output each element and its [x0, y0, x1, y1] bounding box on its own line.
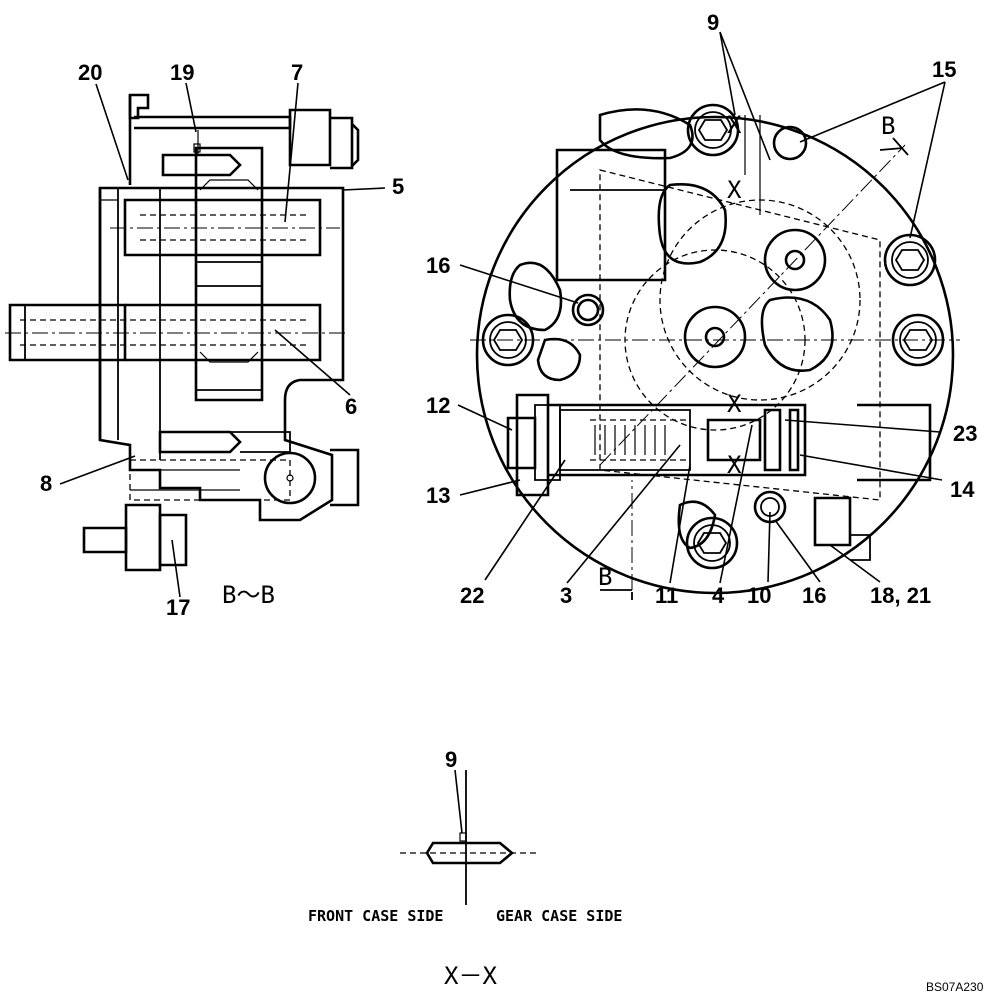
bolt-right [891, 313, 945, 367]
callout-6: 6 [345, 394, 357, 419]
cut-mark-x-3: X [727, 390, 742, 418]
section-xx-title: X－X [444, 962, 497, 990]
end-view [470, 103, 960, 600]
callout-15: 15 [932, 57, 956, 82]
callout-18-21: 18, 21 [870, 583, 931, 608]
drawing-code: BS07A230 [926, 980, 984, 994]
callout-14: 14 [950, 477, 975, 502]
section-xx-view [400, 769, 540, 905]
end-view-leaders [457, 31, 946, 584]
front-case-side-label: FRONT CASE SIDE [308, 907, 443, 925]
cut-mark-x-1: X [727, 111, 742, 139]
callout-9-xx: 9 [445, 747, 457, 772]
callout-17: 17 [166, 595, 190, 620]
callout-11: 11 [655, 583, 678, 608]
cut-mark-b-top: B [881, 112, 895, 140]
section-bb-leaders [59, 82, 386, 598]
bolt-top [686, 103, 740, 157]
bolt-bottom [685, 516, 739, 570]
callout-16-lower: 16 [802, 583, 826, 608]
callout-22: 22 [460, 583, 484, 608]
bolt-right-upper [883, 233, 937, 287]
cut-mark-x-2: X [727, 176, 742, 204]
section-bb-view [5, 93, 360, 572]
callout-16-upper: 16 [426, 253, 450, 278]
callout-8: 8 [40, 471, 52, 496]
gear-case-side-label: GEAR CASE SIDE [496, 907, 622, 925]
callout-4: 4 [712, 583, 725, 608]
callout-23: 23 [953, 421, 977, 446]
callout-9: 9 [707, 10, 719, 35]
callout-7: 7 [291, 60, 303, 85]
callout-13: 13 [426, 483, 450, 508]
cut-mark-b-bottom: B [598, 563, 612, 591]
callout-3: 3 [560, 583, 572, 608]
callout-12: 12 [426, 393, 450, 418]
callout-20: 20 [78, 60, 102, 85]
callout-10: 10 [747, 583, 771, 608]
callout-5: 5 [392, 174, 404, 199]
cut-mark-x-4: X [727, 451, 742, 479]
bolt-left [481, 313, 535, 367]
callout-19: 19 [170, 60, 194, 85]
section-bb-title: B～B [222, 581, 275, 609]
